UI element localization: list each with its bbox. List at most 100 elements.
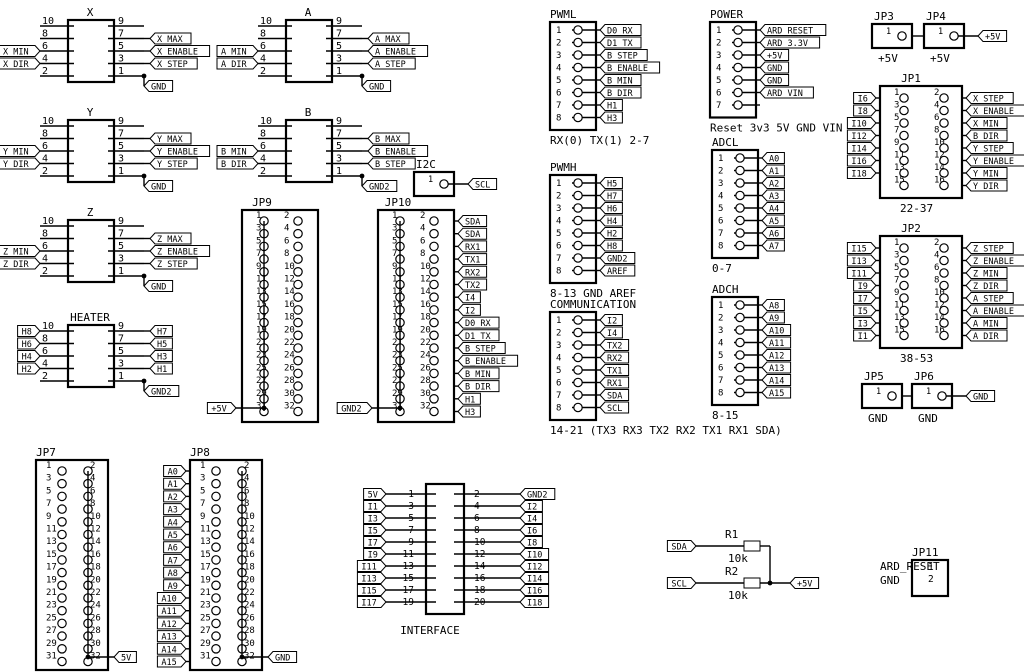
pin-number: 22 <box>90 588 101 598</box>
pin-number: 6 <box>260 141 266 152</box>
connector-body <box>34 458 110 672</box>
pin-number: 29 <box>256 389 267 399</box>
net-label <box>149 145 211 157</box>
connector-name: Y <box>87 106 94 119</box>
net-label-text: B_MIN <box>465 370 491 380</box>
pin-pad <box>735 178 745 188</box>
net-label-text: I5 <box>368 527 378 537</box>
net-label-text: 5V <box>368 491 378 501</box>
pin-number: 15 <box>894 176 905 186</box>
net-label-text: I17 <box>361 599 376 609</box>
pin-pad <box>735 375 745 385</box>
pin-pad <box>573 340 583 350</box>
net-label-text: Y_STEP <box>157 160 188 170</box>
net-label-text: Y_ENABLE <box>157 148 198 158</box>
net-label <box>149 45 211 57</box>
net-label-text: I1 <box>858 332 868 342</box>
pin-number: 5 <box>118 41 124 52</box>
pin-number: 10 <box>42 216 54 227</box>
pin-number: 4 <box>42 154 48 165</box>
net-label-text: I15 <box>851 245 866 255</box>
pin-number: 28 <box>244 626 255 636</box>
pin-pad <box>899 93 909 103</box>
net-label-text: Z_DIR <box>973 282 999 292</box>
net-label <box>0 245 41 257</box>
connector-body <box>240 208 320 424</box>
pin-number: 7 <box>336 29 342 40</box>
pin-pad <box>897 31 907 41</box>
net-label-text: +5V <box>767 52 782 62</box>
net-label-text: A_MAX <box>375 35 401 45</box>
pin-number: 9 <box>336 116 342 127</box>
pin-number: 5 <box>894 263 899 273</box>
pin-number: 8 <box>934 276 939 286</box>
pin-number: 3 <box>894 101 899 111</box>
pin-number: 1 <box>118 371 124 382</box>
pin-pad <box>293 216 303 226</box>
net-label-text: B_MIN <box>607 77 633 87</box>
pin-number: 10 <box>260 116 272 127</box>
net-label <box>143 80 174 92</box>
net-label <box>149 232 192 245</box>
pin-pad <box>573 178 583 188</box>
pin-number: 8 <box>284 249 289 259</box>
pin-number: 7 <box>118 129 124 140</box>
net-label-text: A0 <box>168 468 178 478</box>
net-label <box>467 178 498 190</box>
pin-pad <box>733 25 743 35</box>
net-label <box>853 279 877 292</box>
net-label-text: SCL <box>475 181 490 191</box>
net-label <box>163 490 187 503</box>
pin-pad <box>573 190 583 201</box>
connector-body <box>424 482 466 616</box>
pin-pad <box>899 155 909 166</box>
net-label <box>965 104 1024 117</box>
net-label <box>965 167 1008 179</box>
pin-pad <box>293 381 303 391</box>
connector-name: JP1 <box>901 72 921 85</box>
pin-number: 6 <box>42 346 48 357</box>
pin-number: 5 <box>118 346 124 357</box>
net-label-text: GND2 <box>151 388 171 398</box>
net-label <box>965 154 1024 167</box>
pin-pad <box>211 656 221 667</box>
net-label <box>0 157 41 170</box>
pin-number: 24 <box>420 351 431 361</box>
net-label-text: A0 <box>769 155 779 165</box>
pin-number: 16 <box>934 326 945 336</box>
pin-number: 8 <box>420 249 425 259</box>
pin-number: 14 <box>90 537 101 547</box>
connector-name: PWMH <box>550 161 577 174</box>
net-label <box>216 157 259 170</box>
net-label-text: GND <box>767 64 782 74</box>
pin-number: 6 <box>42 141 48 152</box>
net-label-text: ARD_VIN <box>767 89 803 99</box>
pin-pad <box>293 406 303 417</box>
pin-number: 2 <box>718 167 723 177</box>
net-label-text: GND <box>973 393 988 403</box>
net-label <box>965 317 1008 329</box>
pin-pad <box>429 266 439 277</box>
pin-number: 3 <box>256 224 261 234</box>
pin-number: 25 <box>46 613 57 623</box>
net-label-text: I11 <box>361 563 376 573</box>
net-label-text: A7 <box>769 242 779 252</box>
connector-name: JP3 <box>874 10 894 23</box>
net-label <box>267 651 298 663</box>
net-label <box>599 111 623 124</box>
pin-number: 5 <box>894 113 899 123</box>
pin-number: 13 <box>894 163 905 173</box>
net-label-text: AREF <box>607 267 627 277</box>
pin-number: 1 <box>556 26 561 36</box>
net-label-text: ARD_3.3V <box>767 39 808 49</box>
pin-number: 14 <box>934 313 945 323</box>
pin-number: 24 <box>284 351 295 361</box>
pin-pad <box>57 656 67 667</box>
net-label-text: I6 <box>858 95 868 105</box>
net-label-text: RX1 <box>465 243 480 253</box>
pin-pad <box>899 118 909 128</box>
pin-pad <box>573 25 583 35</box>
net-label <box>519 560 550 572</box>
pin-number: 3 <box>200 474 205 484</box>
pin-number: 12 <box>934 151 945 161</box>
